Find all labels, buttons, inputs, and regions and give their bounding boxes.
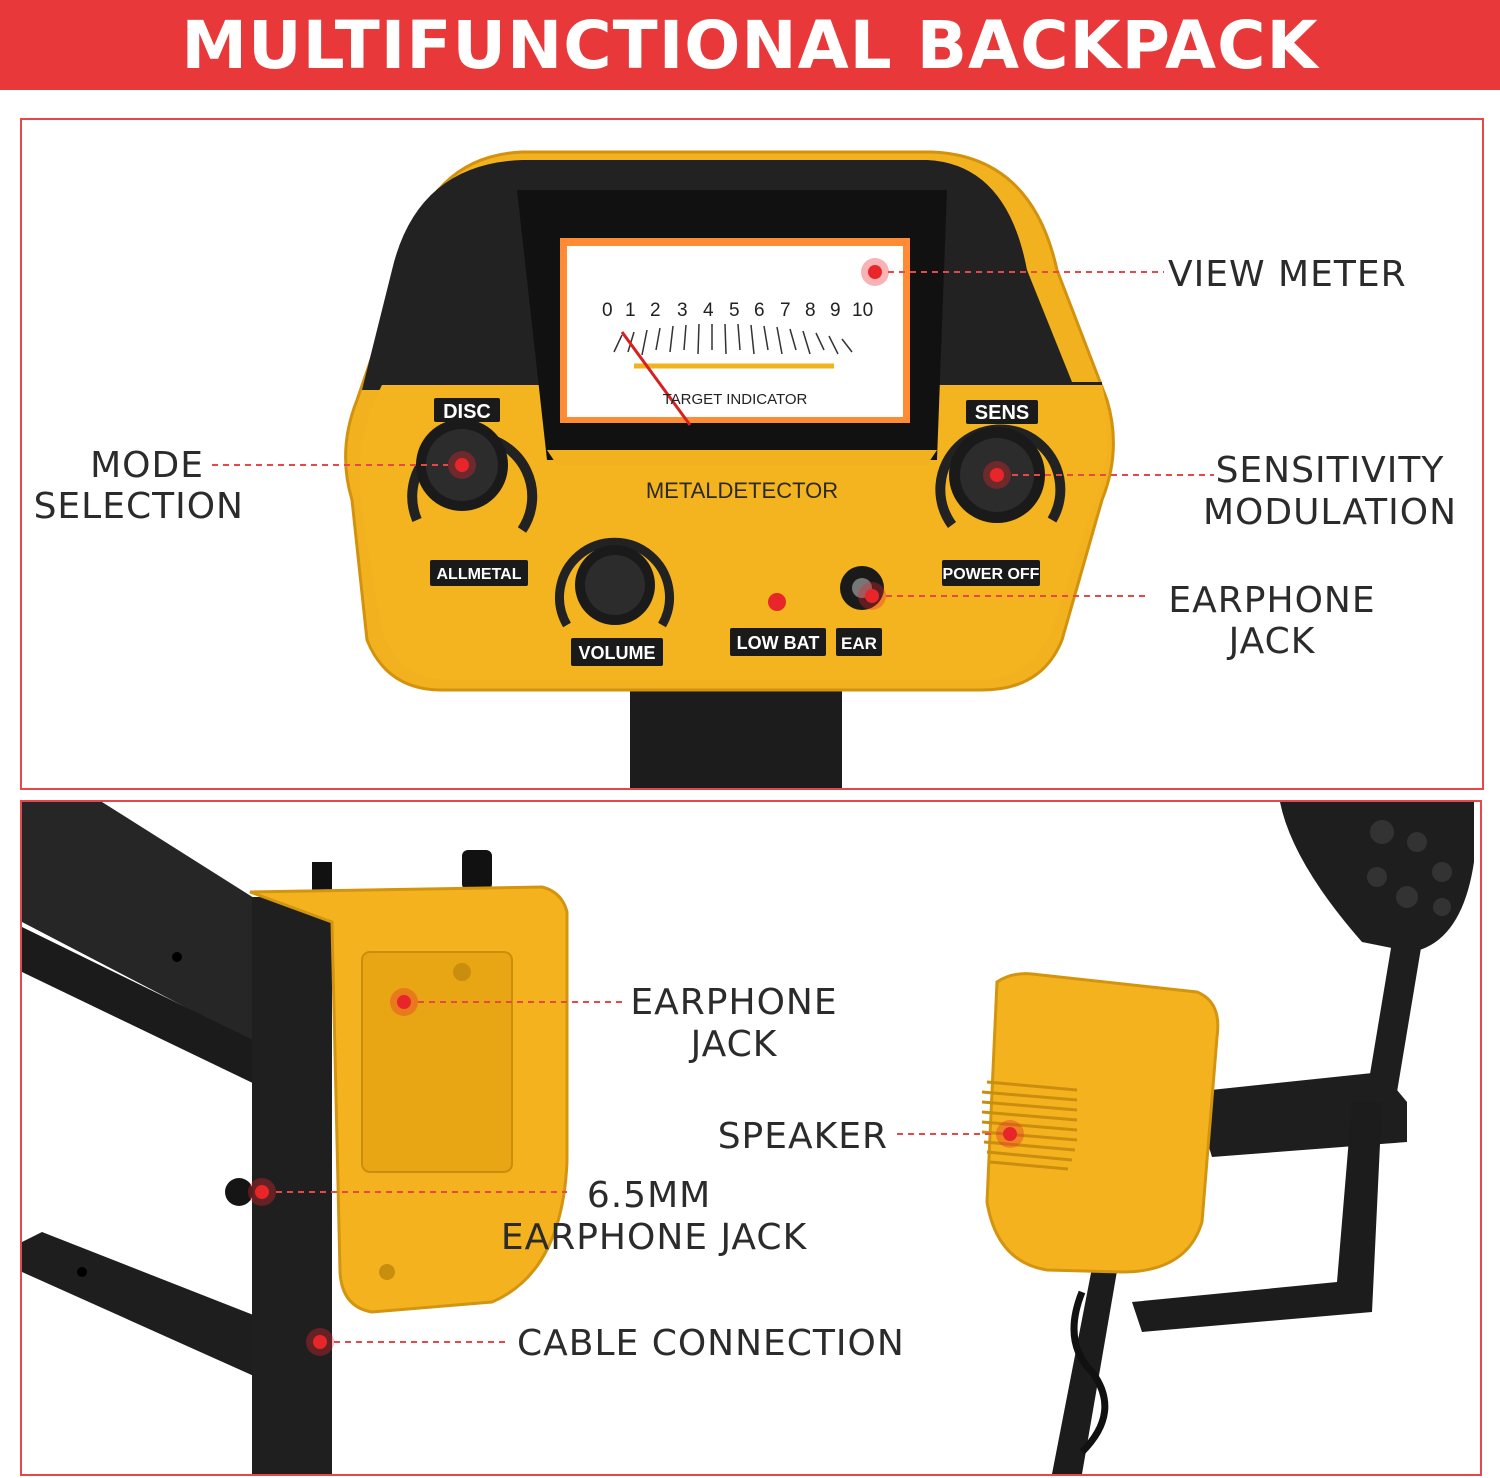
low-bat-led: [768, 593, 786, 611]
side-views-photo: EARPHONE JACK SPEAKER 6.5MM EARPHONE JAC…: [20, 800, 1482, 1476]
jack65-marker: [255, 1185, 269, 1199]
sens-label: SENS: [975, 402, 1029, 424]
svg-text:3: 3: [677, 300, 688, 321]
shaft: [630, 690, 842, 788]
low-bat-label: LOW BAT: [737, 633, 820, 653]
svg-text:10: 10: [852, 300, 873, 321]
svg-text:6: 6: [754, 300, 765, 321]
cable-marker: [313, 1335, 327, 1349]
banner-title: MULTIFUNCTIONAL BACKPACK: [181, 7, 1319, 84]
right-grip: [1132, 1102, 1382, 1332]
brand-label: METALDETECTOR: [646, 478, 838, 503]
control-box-illustration: 0 1 2 3 4 5 6 7 8 9 10 TARGET INDICATOR …: [34, 150, 1457, 788]
view-meter-marker: [868, 265, 882, 279]
control-panel-photo: 0 1 2 3 4 5 6 7 8 9 10 TARGET INDICATOR …: [20, 118, 1484, 790]
power-off-label: POWER OFF: [943, 566, 1040, 583]
allmetal-label: ALLMETAL: [436, 566, 521, 583]
side-earphone-callout-line2: JACK: [689, 1024, 778, 1065]
side-earphone-marker: [397, 995, 411, 1009]
svg-text:2: 2: [650, 300, 661, 321]
lower-arm: [22, 1232, 322, 1402]
side-views-illustration: EARPHONE JACK SPEAKER 6.5MM EARPHONE JAC…: [22, 802, 1474, 1474]
ear-label: EAR: [841, 634, 877, 653]
speaker-callout: SPEAKER: [718, 1116, 888, 1157]
earphone-marker: [865, 589, 879, 603]
mode-callout-line1: MODE: [90, 445, 204, 486]
title-banner: MULTIFUNCTIONAL BACKPACK: [0, 0, 1500, 90]
mode-callout-line2: SELECTION: [34, 486, 244, 527]
handle-arm: [22, 802, 292, 1052]
earphone-callout-line1: EARPHONE: [1168, 580, 1375, 621]
sensitivity-callout-line1: SENSITIVITY: [1216, 450, 1445, 491]
svg-text:8: 8: [805, 300, 816, 321]
sensitivity-marker: [990, 468, 1004, 482]
top-knob: [462, 850, 492, 890]
earphone-callout-line2: JACK: [1227, 621, 1316, 662]
meter-caption: TARGET INDICATOR: [663, 391, 808, 408]
volume-knob[interactable]: [555, 537, 674, 628]
svg-text:4: 4: [703, 300, 714, 321]
svg-text:1: 1: [625, 300, 636, 321]
svg-text:7: 7: [780, 300, 791, 321]
jack-screw: [225, 1178, 253, 1206]
sensitivity-callout-line2: MODULATION: [1203, 492, 1457, 533]
svg-text:9: 9: [830, 300, 841, 321]
jack65-callout-line2: EARPHONE JACK: [501, 1217, 808, 1258]
meter-scale: 0 1 2 3 4 5 6 7 8 9 10: [602, 300, 873, 321]
view-meter-callout: VIEW METER: [1168, 254, 1407, 295]
svg-text:5: 5: [729, 300, 740, 321]
side-earphone-callout-line1: EARPHONE: [630, 982, 837, 1023]
volume-label: VOLUME: [578, 643, 655, 663]
meter-needle: [620, 331, 692, 426]
speaker-grille: [981, 1080, 1078, 1171]
disc-label: DISC: [443, 401, 491, 423]
right-control-box-back: [985, 972, 1220, 1274]
speaker-marker: [1003, 1127, 1017, 1141]
mode-marker: [455, 458, 469, 472]
jack65-callout-line1: 6.5MM: [587, 1175, 711, 1216]
svg-text:0: 0: [602, 300, 613, 321]
side-door: [361, 951, 513, 1173]
left-shaft: [252, 897, 332, 1474]
cable-callout: CABLE CONNECTION: [517, 1323, 905, 1364]
right-shaft: [1052, 1242, 1122, 1474]
meter-ticks: [613, 323, 853, 356]
cable: [1070, 1290, 1109, 1455]
